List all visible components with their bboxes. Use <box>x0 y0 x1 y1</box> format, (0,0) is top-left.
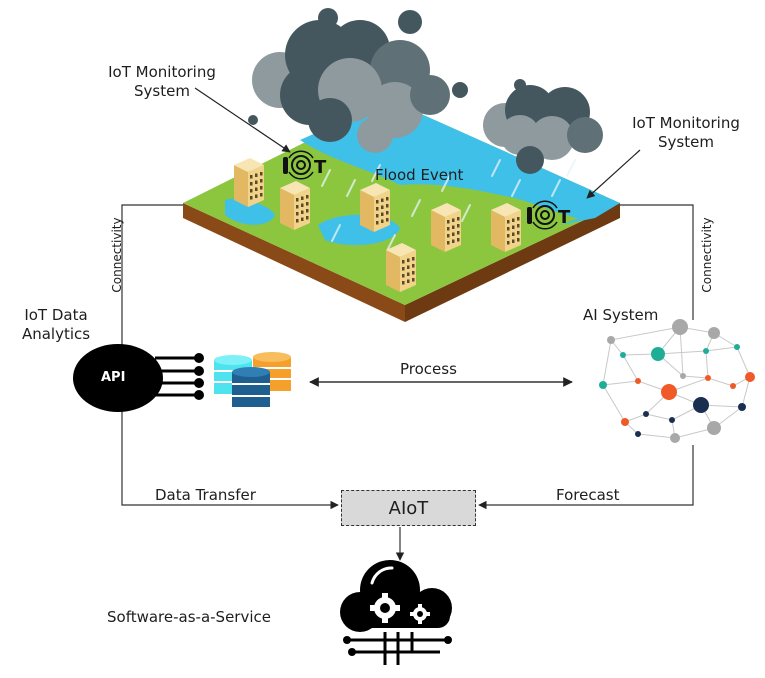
ai-network-node <box>730 383 736 389</box>
forecast-line <box>478 445 694 510</box>
iot-data-analytics-title: IoT Data Analytics <box>6 306 106 344</box>
database-icon <box>214 352 291 407</box>
ai-network-node <box>670 433 680 443</box>
storm-cloud-left <box>248 8 450 153</box>
gear-icon-small <box>410 604 430 624</box>
ai-network-node <box>651 347 665 361</box>
ai-network-edge <box>679 326 684 377</box>
flood-water-puddle-1 <box>225 198 275 225</box>
ai-network-node <box>643 411 649 417</box>
ai-network-node <box>635 378 641 384</box>
callout-arrow-right <box>586 149 641 199</box>
building-icon <box>386 243 416 292</box>
database-cylinder-navy <box>232 367 270 407</box>
callout-right-line1: IoT Monitoring <box>632 114 740 132</box>
building-icon <box>234 158 264 207</box>
ai-network-node <box>703 348 709 354</box>
ai-network-edge <box>622 354 639 382</box>
forecast-label: Forecast <box>556 486 620 504</box>
storm-cloud-right <box>452 79 603 174</box>
ai-network-edge <box>707 377 734 387</box>
terrain-soil-left <box>183 203 405 322</box>
terrain-soil-right <box>405 203 620 322</box>
ai-network-node <box>669 417 675 423</box>
terrain-top <box>183 100 620 305</box>
flood-event-label: Flood Event <box>375 166 464 184</box>
building-icon <box>280 181 310 230</box>
ai-network-node <box>738 403 746 411</box>
ai-network-node <box>635 431 641 437</box>
ai-network-node <box>707 421 721 435</box>
building-icon <box>431 203 461 252</box>
ai-network-node <box>661 384 677 400</box>
flood-water-puddle-3 <box>560 203 620 225</box>
building-icon <box>360 183 390 232</box>
ai-network-edge <box>705 346 738 352</box>
ai-network-edge <box>610 326 681 341</box>
building-icon <box>491 203 521 252</box>
ai-network-node <box>745 372 755 382</box>
ai-network-edge <box>705 350 709 379</box>
gear-icon-large <box>370 593 400 623</box>
iot-data-analytics-line1: IoT Data <box>24 306 88 324</box>
ai-network-edge <box>741 376 751 408</box>
ai-network-node <box>705 375 711 381</box>
ai-network-node <box>620 352 626 358</box>
callout-arrow-left <box>194 87 291 153</box>
ai-network-icon <box>599 319 755 443</box>
ai-network-edge <box>645 413 673 421</box>
saas-cloud-icon <box>340 560 452 665</box>
callout-left-line1: IoT Monitoring <box>108 63 216 81</box>
svg-text:T: T <box>314 157 327 178</box>
callout-right-line2: System <box>658 133 714 151</box>
ai-network-node <box>599 381 607 389</box>
api-ellipse <box>73 344 163 412</box>
api-node <box>73 344 204 412</box>
ai-network-node <box>734 344 740 350</box>
ai-network-node <box>672 319 688 335</box>
saas-label: Software-as-a-Service <box>107 608 271 626</box>
svg-text:T: T <box>558 207 571 228</box>
right-connectivity-line <box>620 204 694 320</box>
ai-network-node <box>680 373 686 379</box>
ai-network-edge <box>602 384 626 423</box>
right-connectivity-label: Connectivity <box>700 217 714 293</box>
aiot-label: AIoT <box>388 497 429 519</box>
api-label: API <box>101 370 126 385</box>
ai-network-edge <box>682 375 709 379</box>
ai-network-edge <box>602 339 612 386</box>
iot-badge-left: T <box>283 150 327 180</box>
ai-network-node <box>708 327 720 339</box>
circuit-traces <box>343 632 452 665</box>
left-connectivity-label: Connectivity <box>110 217 124 293</box>
ai-network-node <box>607 336 615 344</box>
ai-system-title: AI System <box>583 306 659 324</box>
ai-network-edge <box>736 346 751 378</box>
api-connector-pins <box>155 356 198 397</box>
callout-left-line2: System <box>134 82 190 100</box>
iot-badge-right: T <box>527 200 571 230</box>
data-transfer-label: Data Transfer <box>155 486 256 504</box>
ai-network-node <box>693 397 709 413</box>
buildings-group <box>234 158 521 292</box>
ai-network-node <box>621 418 629 426</box>
ai-network-edge <box>602 380 639 386</box>
iot-data-analytics-line2: Analytics <box>21 325 91 343</box>
ai-network-edge <box>637 433 676 439</box>
aiot-node: AIoT <box>341 490 476 526</box>
callout-label-right: IoT Monitoring System <box>616 114 756 152</box>
callout-label-left: IoT Monitoring System <box>92 63 232 101</box>
process-label: Process <box>400 360 457 378</box>
